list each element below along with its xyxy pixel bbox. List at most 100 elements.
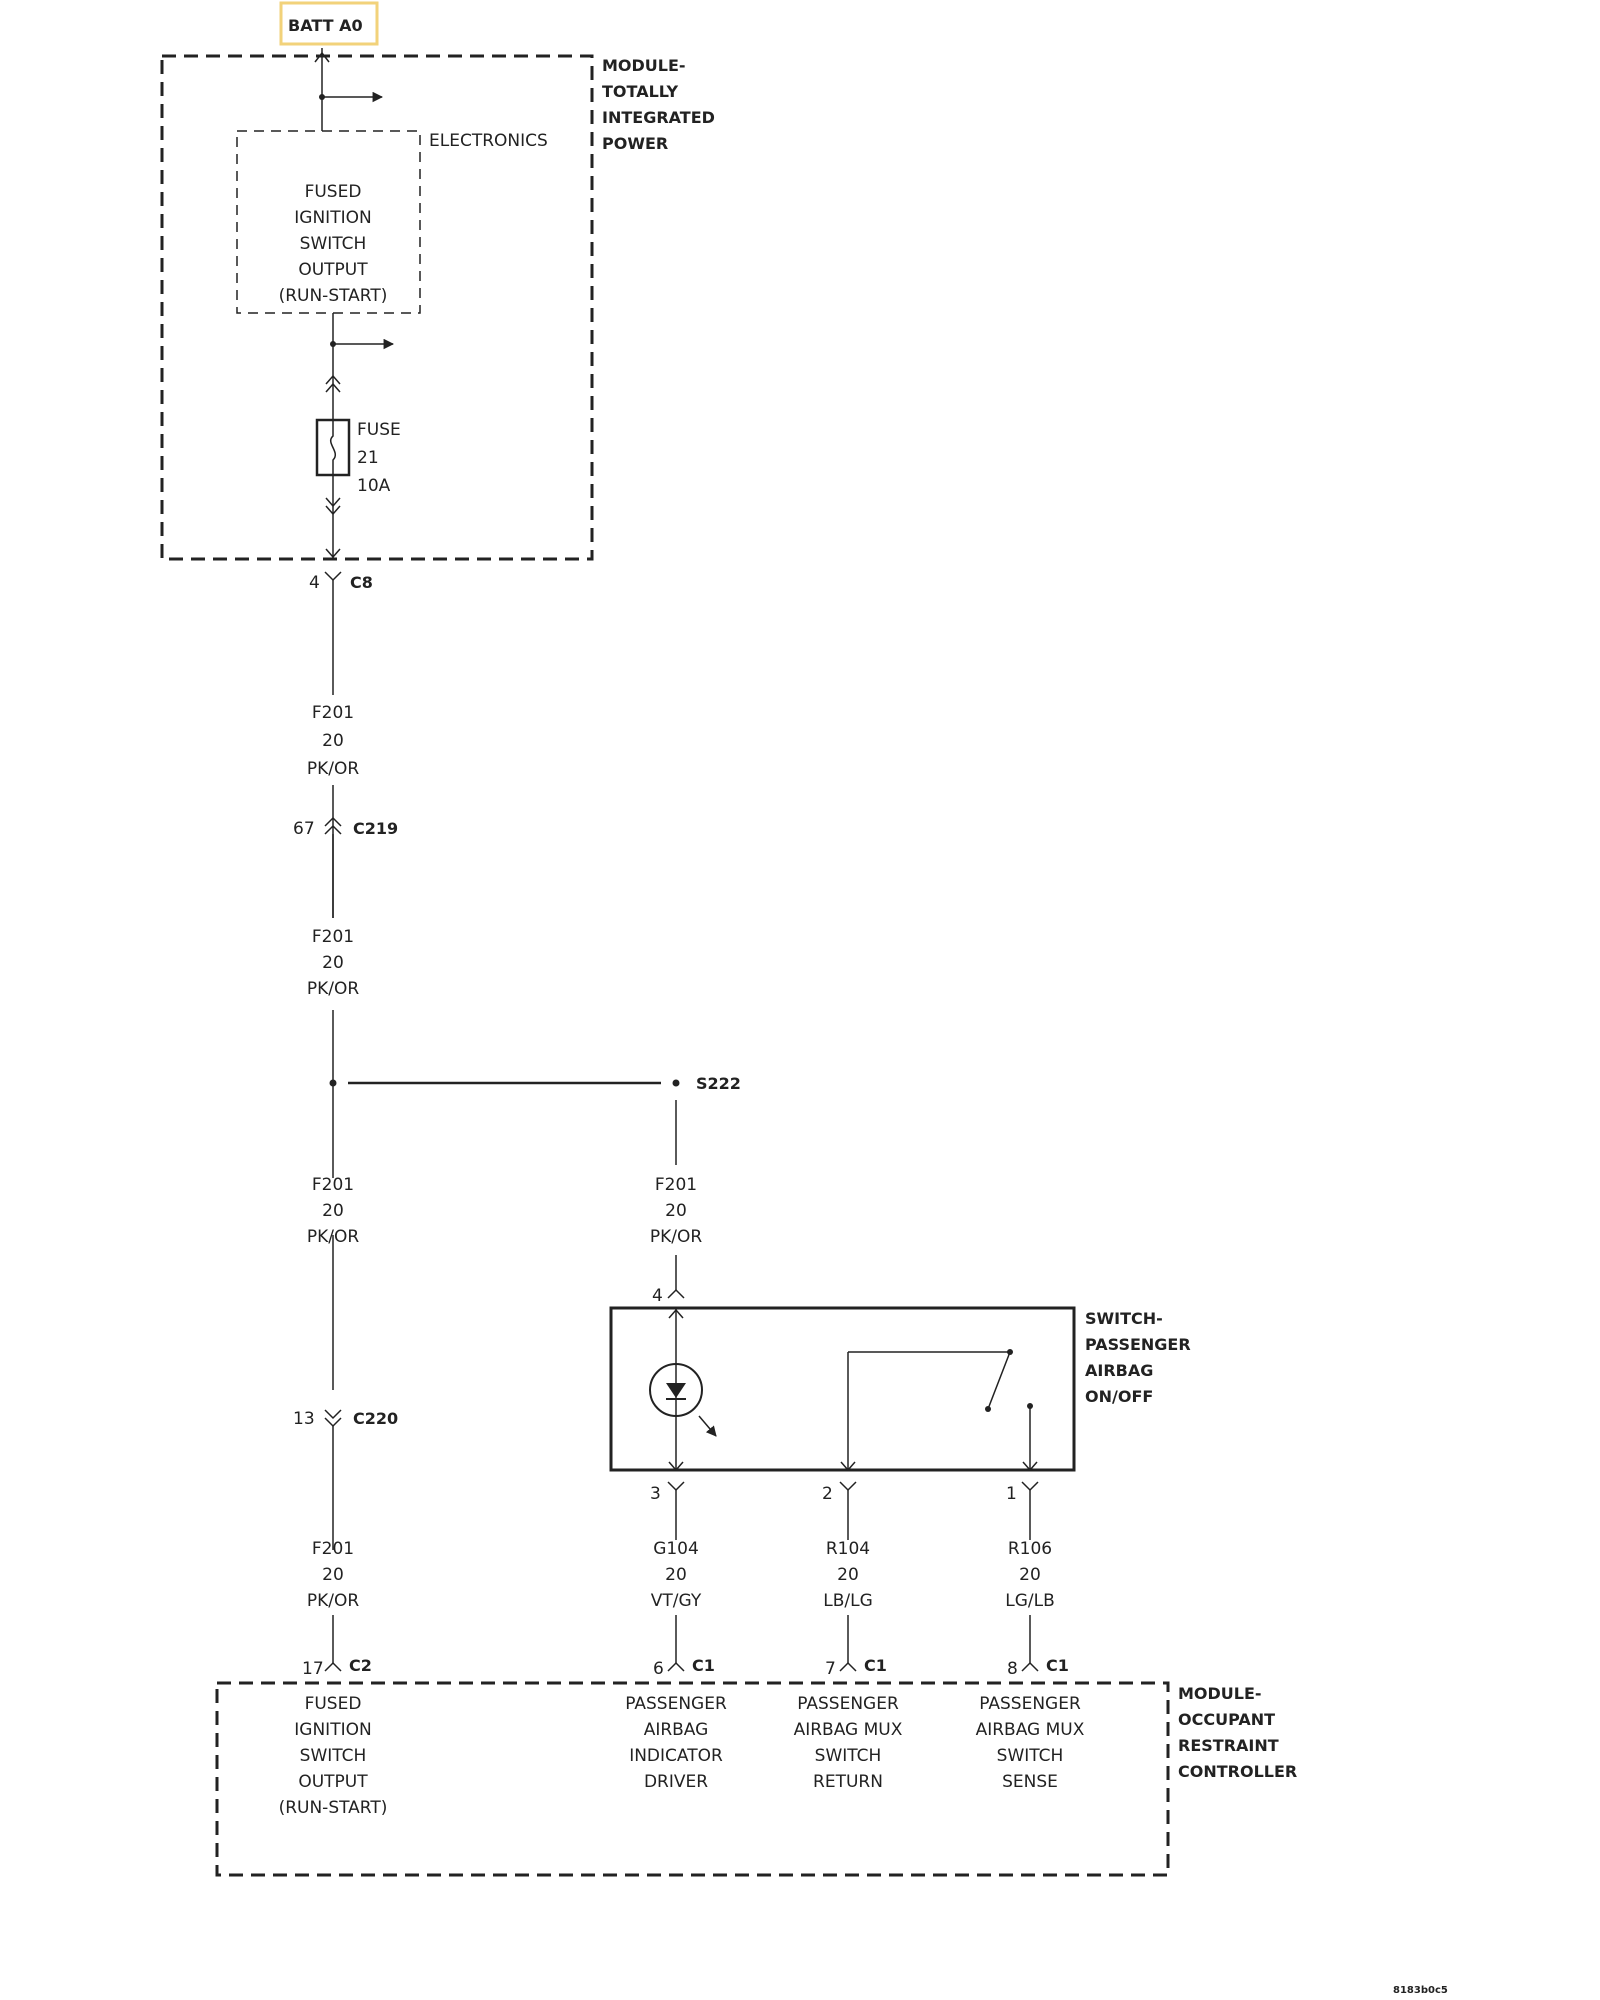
svg-text:SWITCH: SWITCH [300, 1746, 367, 1766]
svg-text:(RUN-START): (RUN-START) [279, 286, 388, 306]
svg-text:F201: F201 [312, 1175, 354, 1195]
svg-text:SWITCH: SWITCH [997, 1746, 1064, 1766]
svg-text:C220: C220 [353, 1409, 398, 1428]
svg-text:RETURN: RETURN [813, 1772, 883, 1792]
switch-pin-2[interactable]: 2 [822, 1481, 857, 1504]
svg-text:20: 20 [1019, 1565, 1041, 1585]
led-icon [649, 1308, 717, 1472]
fuse-connector-bottom [325, 497, 341, 516]
connector-c219[interactable]: 67 C219 [293, 816, 398, 918]
svg-text:ON/OFF: ON/OFF [1085, 1387, 1153, 1406]
svg-text:PK/OR: PK/OR [307, 1591, 360, 1611]
svg-text:F201: F201 [655, 1175, 697, 1195]
svg-text:IGNITION: IGNITION [294, 1720, 371, 1740]
orc-module-title: MODULE- OCCUPANT RESTRAINT CONTROLLER [1178, 1684, 1297, 1781]
orc-label-mux-return: PASSENGER AIRBAG MUX SWITCH RETURN [794, 1694, 903, 1792]
svg-text:F201: F201 [312, 703, 354, 723]
switch-pin-1[interactable]: 1 [1006, 1481, 1039, 1504]
svg-text:PK/OR: PK/OR [650, 1227, 703, 1247]
switch-pin-3[interactable]: 3 [650, 1481, 685, 1504]
connector-c220[interactable]: 13 C220 [293, 1409, 398, 1510]
switch-pin-4[interactable]: 4 [652, 1286, 685, 1306]
fuse-rating: 10A [357, 476, 391, 496]
svg-text:3: 3 [650, 1484, 661, 1504]
svg-text:8: 8 [1007, 1659, 1018, 1679]
svg-text:13: 13 [293, 1409, 315, 1429]
svg-text:AIRBAG: AIRBAG [644, 1720, 709, 1740]
svg-text:F201: F201 [312, 1539, 354, 1559]
switch-contact-icon [840, 1349, 1038, 1472]
splice-s222-label: S222 [696, 1074, 741, 1093]
splice-right-dot[interactable] [672, 1079, 680, 1087]
svg-text:IGNITION: IGNITION [294, 208, 371, 228]
svg-text:20: 20 [665, 1565, 687, 1585]
tip-module-title: MODULE- TOTALLY INTEGRATED POWER [602, 56, 715, 153]
connector-c8[interactable]: 4 C8 [309, 571, 373, 593]
svg-text:AIRBAG MUX: AIRBAG MUX [794, 1720, 903, 1740]
wire-label-f201-e: F201 20 PK/OR [307, 1539, 360, 1611]
connector-c2[interactable]: 17 C2 [302, 1655, 372, 1679]
fuse-number: 21 [357, 448, 379, 468]
switch-module-title: SWITCH- PASSENGER AIRBAG ON/OFF [1085, 1309, 1191, 1406]
orc-module-box [215, 1681, 1170, 1877]
svg-text:C8: C8 [350, 573, 373, 592]
svg-text:7: 7 [825, 1659, 836, 1679]
connector-c1-pin8[interactable]: 8 C1 [1007, 1655, 1069, 1679]
svg-text:AIRBAG MUX: AIRBAG MUX [976, 1720, 1085, 1740]
connector-c1-pin7[interactable]: 7 C1 [825, 1655, 887, 1679]
wire-label-r104: R104 20 LB/LG [823, 1539, 873, 1611]
svg-text:4: 4 [309, 573, 320, 593]
svg-text:OUTPUT: OUTPUT [298, 1772, 368, 1792]
wire-label-f201-b: F201 20 PK/OR [307, 927, 360, 999]
svg-text:PASSENGER: PASSENGER [797, 1694, 899, 1714]
svg-text:SWITCH: SWITCH [815, 1746, 882, 1766]
svg-text:AIRBAG: AIRBAG [1085, 1361, 1153, 1380]
figure-id: 8183b0c5 [1393, 1985, 1448, 1996]
svg-text:(RUN-START): (RUN-START) [279, 1798, 388, 1818]
svg-text:OUTPUT: OUTPUT [298, 260, 368, 280]
electronics-label: ELECTRONICS [429, 131, 548, 151]
svg-text:20: 20 [322, 1565, 344, 1585]
svg-text:DRIVER: DRIVER [644, 1772, 708, 1792]
svg-text:VT/GY: VT/GY [651, 1591, 702, 1611]
fuse-symbol [315, 418, 351, 477]
svg-text:20: 20 [322, 731, 344, 751]
wire-label-r106: R106 20 LG/LB [1005, 1539, 1055, 1611]
svg-text:PASSENGER: PASSENGER [1085, 1335, 1191, 1354]
svg-text:C1: C1 [692, 1656, 715, 1675]
svg-text:G104: G104 [653, 1539, 699, 1559]
fuse-label: FUSE [357, 420, 401, 440]
fuse-connector-top [325, 374, 341, 393]
svg-text:POWER: POWER [602, 134, 668, 153]
svg-text:C219: C219 [353, 819, 398, 838]
svg-text:SWITCH-: SWITCH- [1085, 1309, 1163, 1328]
svg-text:F201: F201 [312, 927, 354, 947]
svg-text:4: 4 [652, 1286, 663, 1306]
svg-text:OCCUPANT: OCCUPANT [1178, 1710, 1275, 1729]
orc-label-indicator-driver: PASSENGER AIRBAG INDICATOR DRIVER [625, 1694, 727, 1792]
svg-text:PK/OR: PK/OR [307, 759, 360, 779]
wire-label-f201-c: F201 20 PK/OR [307, 1175, 360, 1247]
svg-text:SENSE: SENSE [1002, 1772, 1058, 1792]
svg-text:SWITCH: SWITCH [300, 234, 367, 254]
svg-text:20: 20 [837, 1565, 859, 1585]
svg-text:C2: C2 [349, 1656, 372, 1675]
connector-c1-pin6[interactable]: 6 C1 [653, 1655, 715, 1679]
svg-text:TOTALLY: TOTALLY [602, 82, 678, 101]
svg-text:INDICATOR: INDICATOR [629, 1746, 723, 1766]
svg-text:20: 20 [322, 1201, 344, 1221]
batt-label-box[interactable]: BATT A0 [279, 1, 379, 46]
svg-text:CONTROLLER: CONTROLLER [1178, 1762, 1297, 1781]
svg-text:MODULE-: MODULE- [1178, 1684, 1262, 1703]
svg-text:RESTRAINT: RESTRAINT [1178, 1736, 1279, 1755]
wire-label-f201-d: F201 20 PK/OR [650, 1175, 703, 1247]
svg-text:67: 67 [293, 819, 315, 839]
batt-arrow-up [314, 51, 330, 63]
batt-label: BATT A0 [288, 16, 363, 35]
svg-text:PASSENGER: PASSENGER [625, 1694, 727, 1714]
svg-text:17: 17 [302, 1659, 324, 1679]
svg-text:MODULE-: MODULE- [602, 56, 686, 75]
svg-text:LB/LG: LB/LG [823, 1591, 873, 1611]
